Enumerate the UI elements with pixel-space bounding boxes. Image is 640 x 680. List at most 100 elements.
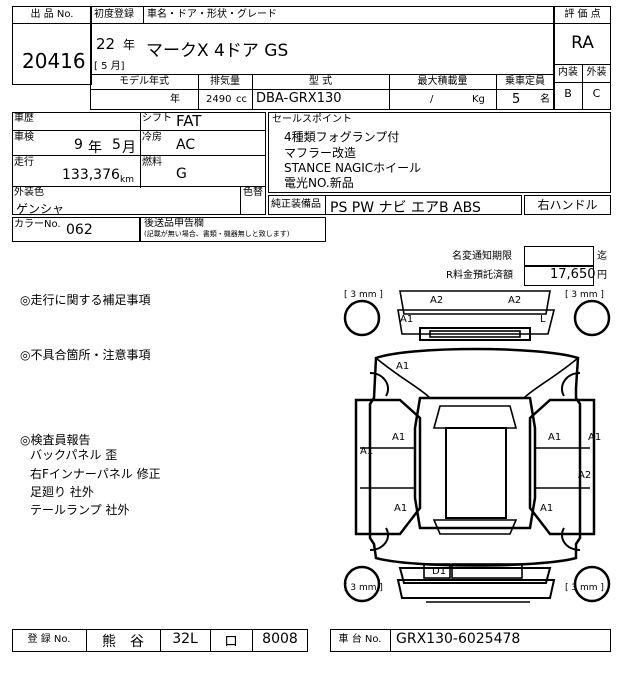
sales-point-4: 電光NO.新品 (284, 176, 354, 190)
tire-tag-front-left: [ 3 mm ] (344, 290, 383, 300)
reg-kana: ロ (224, 634, 238, 650)
color-no: 062 (66, 222, 93, 238)
max-load-label: 最大積載量 (417, 76, 468, 87)
interior-label: 内装 (558, 67, 578, 78)
shift: FAT (176, 112, 202, 130)
mileage-unit: km (120, 175, 134, 185)
color-change-label: 色替 (243, 187, 263, 198)
recycle-box (524, 266, 594, 286)
vehicle-info-box (90, 6, 554, 110)
car-damage-diagram (343, 290, 611, 603)
sales-point-3: STANCE NAGICホイール (284, 161, 422, 175)
mark-a1-front: A1 (400, 314, 414, 325)
ac: AC (176, 137, 196, 153)
first-reg-year: 22 (96, 35, 116, 53)
inspection-month: 5 (112, 137, 121, 153)
inspection-label: 車検 (14, 132, 34, 143)
chassis-box (330, 629, 611, 652)
sales-point-1: 4種類フォグランプ付 (284, 130, 400, 144)
recycle-label: R料金預託済額 (446, 270, 513, 281)
reg-no-label: 登 録 No. (27, 634, 71, 645)
documents-label: 後送品申告欄 (144, 218, 204, 229)
max-load: / (430, 94, 434, 105)
capacity-unit: 名 (540, 94, 550, 105)
lot-number: 20416 (22, 49, 86, 73)
mark-a1-left-side: A1 (360, 446, 374, 457)
history-label: 車歴 (14, 113, 34, 124)
mark-a2-front-right: A2 (508, 295, 522, 306)
first-reg-label: 初度登録 (94, 9, 134, 20)
color-no-label: カラーNo. (14, 219, 61, 230)
mark-l-front: L (540, 314, 546, 325)
shift-label: シフト (142, 113, 172, 124)
model-year-label: モデル年式 (119, 76, 169, 87)
model-year-unit: 年 (170, 94, 180, 105)
type-label: 型 式 (308, 76, 333, 87)
mark-a1-right-door: A1 (548, 432, 562, 443)
displacement-label: 排気量 (210, 76, 240, 87)
reg-class: 32L (172, 631, 198, 647)
mileage-label: 走行 (14, 157, 34, 168)
sales-points-label: セールスポイント (272, 114, 352, 125)
inspector-line-2: 右Fインナーパネル 修正 (30, 467, 161, 481)
fuel: G (176, 166, 187, 182)
inspector-line-3: 足廻り 社外 (30, 485, 94, 499)
overall-grade: RA (571, 33, 594, 53)
fuel-label: 燃料 (142, 157, 162, 168)
inspector-line-4: テールランプ 社外 (30, 503, 130, 517)
documents-note: (記載が無い場合、書類・機器無しと致します) (144, 230, 290, 238)
displacement-unit: cc (236, 94, 247, 105)
steering-box (524, 195, 611, 215)
interior-score: B (564, 87, 572, 100)
tire-tag-front-right: [ 3 mm ] (565, 290, 604, 300)
equipment-value: PS PW ナビ エアB ABS (330, 200, 481, 216)
mark-a1-right-rear: A1 (540, 503, 554, 514)
mark-a1-fender: A1 (396, 361, 410, 372)
car-name-label: 車名・ドア・形状・グレード (147, 9, 277, 20)
grade-label: 評 価 点 (564, 9, 601, 20)
recycle-unit: 円 (597, 270, 607, 281)
equipment-label: 純正装備品 (271, 199, 321, 210)
steering: 右ハンドル (537, 198, 598, 212)
sales-point-2: マフラー改造 (284, 146, 357, 160)
ac-label: 冷房 (142, 132, 162, 143)
details-box (12, 112, 266, 215)
tire-tag-rear-right: [ 3 mm ] (565, 583, 604, 593)
inspection-month-unit: 月 (122, 140, 136, 156)
mark-d1-rear: D1 (432, 566, 447, 577)
color-no-box (12, 217, 140, 242)
first-reg-month: [ 5 月] (94, 61, 125, 72)
chassis-label: 車 台 No. (338, 634, 382, 645)
reg-number: 8008 (262, 631, 298, 647)
mark-a2-front-left: A2 (430, 295, 444, 306)
mark-a2-right-rear: A2 (578, 470, 592, 481)
car-name: マークX 4ドア GS (146, 41, 289, 61)
chassis-no: GRX130-6025478 (396, 631, 521, 647)
title-change-box (524, 246, 594, 266)
lot-label: 出 品 No. (30, 9, 74, 20)
documents-box (140, 217, 326, 242)
sales-points-box (268, 112, 611, 193)
inspector-heading: ◎検査員報告 (20, 433, 91, 447)
mileage: 133,376 (62, 167, 120, 183)
defects-heading: ◎不具合箇所・注意事項 (20, 348, 151, 362)
capacity-label: 乗車定員 (505, 76, 545, 87)
equipment-box (268, 195, 522, 215)
tire-tag-rear-left: [ 3 mm ] (344, 583, 383, 593)
title-change-label: 名変通知期限 (452, 251, 512, 262)
recycle-value: 17,650 (550, 267, 596, 282)
displacement: 2490 (206, 94, 232, 105)
capacity: 5 (512, 92, 521, 107)
model-code: DBA-GRX130 (256, 91, 342, 106)
mark-a1-left-door: A1 (392, 432, 406, 443)
color: ゲンシャ (16, 202, 65, 216)
inspection-year-unit: 年 (88, 140, 102, 156)
exterior-score: C (592, 87, 601, 100)
color-label: 外装色 (14, 187, 44, 198)
mark-a1-left-rear: A1 (394, 503, 408, 514)
inspection-year: 9 (74, 137, 83, 153)
title-change-unit: 迄 (597, 251, 607, 262)
year-unit: 年 (123, 38, 136, 52)
reg-area: 熊 谷 (102, 634, 144, 650)
mark-a1-right-side: A1 (588, 432, 602, 443)
